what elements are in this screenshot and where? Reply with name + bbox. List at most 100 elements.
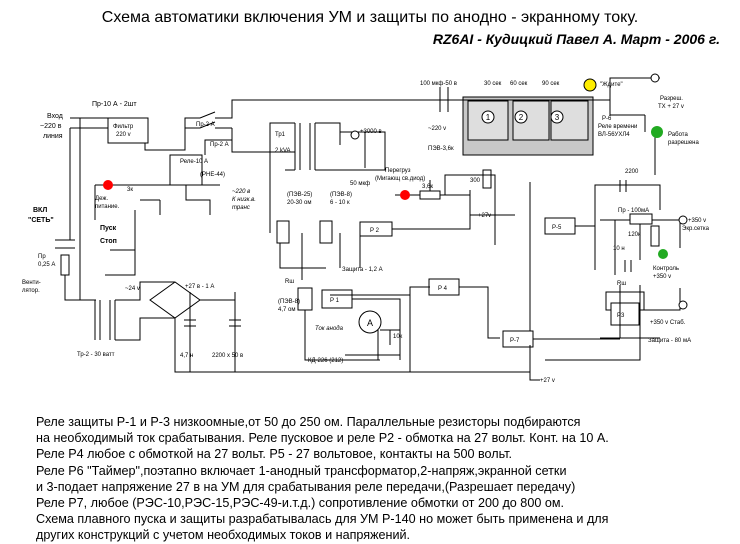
on-net-label-2: "СЕТЬ" <box>28 217 54 224</box>
relay-num-2: 2 <box>519 113 524 122</box>
p2-label: Р 2 <box>370 228 380 234</box>
work-allowed-label-1: Работа <box>668 132 688 138</box>
pr2-label: Пр-2 А <box>210 142 229 148</box>
ctrl350-label-1: Контроль <box>653 266 679 272</box>
r120k-label: 120к <box>628 232 641 238</box>
note-line: Реле Р4 любое с обмоткой на 27 вольт. Р5… <box>36 447 513 462</box>
p7-label: Р-7 <box>510 338 520 344</box>
permit-label-1: Разреш. <box>660 96 683 102</box>
r36k-label: 3,6к <box>422 184 433 190</box>
rsh1-label-1: Rш <box>285 279 294 285</box>
fuse-pr10-label: Пр-10 А - 2шт <box>92 101 137 108</box>
overload-led <box>400 190 410 200</box>
relay-p6-label-3: ВЛ-56УХЛ4 <box>598 132 630 138</box>
stab350-label: +350 v Стаб. <box>650 320 686 326</box>
pr100ma-label: Пр - 100мА <box>618 208 649 214</box>
filter-label-1: Фильтр <box>113 124 134 130</box>
scr350-label-2: Экр.сетка <box>682 226 710 232</box>
p4-label: Р 4 <box>438 286 448 292</box>
pev25-label-1: (ПЭВ-25) <box>287 192 312 198</box>
relay-p6-label-1: Р-6 <box>602 116 612 122</box>
filter-label-2: 220 v <box>116 132 131 138</box>
t60-label: 60 сек <box>510 81 528 87</box>
schematic-diagram: 1 2 3 Вход ~220 в линия Пр-10 А - 2шт Фи… <box>22 73 710 384</box>
ammeter-label: А <box>367 318 373 328</box>
pr025-label-1: Пр <box>38 254 46 260</box>
relay-num-3: 3 <box>555 113 560 122</box>
c2200-label: 2200 <box>625 169 639 175</box>
low-trans-label-3: транс <box>232 205 250 211</box>
pev25-label-2: 20-30 ом <box>287 200 311 206</box>
ac220-label: ~220 v <box>428 126 446 132</box>
start-label: Пуск <box>100 225 117 232</box>
stop-label: Стоп <box>100 238 117 245</box>
stab350-terminal-icon <box>678 300 688 310</box>
protect12-label: Защита - 1,2 А <box>342 267 383 273</box>
timer-relay-numbers: 1 2 3 <box>481 110 564 124</box>
tr1-label-2: 2 kVA <box>275 148 291 154</box>
diagram-labels: Вход ~220 в линия Пр-10 А - 2шт Фильтр 2… <box>22 81 710 384</box>
input-label-3: линия <box>43 133 63 140</box>
overload-label-2: (Мигающ св.диод) <box>375 176 425 182</box>
relay-num-1: 1 <box>486 113 491 122</box>
anode-current-label: Ток анода <box>315 326 344 332</box>
notes-block: Реле защиты Р-1 и Р-3 низкоомные,от 50 д… <box>36 414 726 544</box>
input-label-2: ~220 в <box>40 123 62 130</box>
filter-box <box>107 117 149 144</box>
control350-led <box>658 249 668 259</box>
relay10a-label-2: (РНЕ-44) <box>200 172 225 178</box>
r10n-label: 10 н <box>613 246 625 252</box>
fan-label-1: Венти- <box>22 280 41 286</box>
c47-label: 4,7 н <box>180 353 193 359</box>
diagram-author: RZ6AI - Кудицкий Павел А. Март - 2006 г. <box>432 31 720 47</box>
screen350-terminal-icon <box>678 215 688 225</box>
pr025-label-2: 0,25 А <box>38 262 55 268</box>
c2200x50-label: 2200 х 50 в <box>212 353 243 359</box>
fan-label-2: лятор. <box>22 288 40 294</box>
pev8a-label-1: (ПЭВ-8) <box>330 192 352 198</box>
mains-lamp-label-1: Деж. <box>95 196 108 202</box>
p3-label: Р3 <box>617 313 625 319</box>
note-line: Реле защиты Р-1 и Р-3 низкоомные,от 50 д… <box>36 415 581 429</box>
on-net-label-1: ВКЛ <box>33 207 47 214</box>
input-label-1: Вход <box>47 113 63 120</box>
tr1-label-1: Тр1 <box>275 132 286 138</box>
note-line: на необходимый ток срабатывания. Реле пу… <box>36 431 609 446</box>
p1-label: Р 1 <box>330 298 340 304</box>
output-3000-terminal-icon <box>350 130 360 140</box>
kd226-label: КД-226 (212) <box>308 358 343 364</box>
mains-lamp-label-2: питание. <box>95 204 120 210</box>
plus27v-label: +27v <box>478 213 491 219</box>
work-allowed-label-2: разрешена <box>668 140 699 146</box>
uf50-label: 50 мкф <box>350 181 370 187</box>
overload-label-1: Перегруз <box>385 168 411 174</box>
ac24-label: ~24 v <box>125 286 140 292</box>
mains-led <box>103 180 113 190</box>
rsh2-label: Rш <box>617 281 626 287</box>
rsh1-label-3: 4,7 ом <box>278 307 295 313</box>
note-line: Реле Р7, любое (РЭС-10,РЭС-15,РЭС-49-и.т… <box>36 496 564 511</box>
pev8a-label-2: 6 - 10 к <box>330 200 350 206</box>
diagram-title: Схема автоматики включения УМ и защиты п… <box>101 9 639 26</box>
permit-label-2: ТХ + 27 v <box>658 104 684 110</box>
plus27-bottom-label: +27 v <box>540 378 555 384</box>
pr2-label-top: Пр-2 А <box>196 122 215 128</box>
work-allowed-led <box>651 126 663 138</box>
c100-label: 100 мкф-50 в <box>420 81 457 87</box>
scr350-label-1: +350 v <box>688 218 706 224</box>
note-line: Реле Р6 "Таймер",поэтапно включает 1-ано… <box>36 463 567 478</box>
r300-label: 300 <box>470 178 481 184</box>
kv3000-label: +3000 в <box>360 129 382 135</box>
note-line: Схема плавного пуска и защиты разрабатыв… <box>36 512 609 527</box>
tr2-label: Тр-2 - 30 ватт <box>77 352 115 358</box>
pev3k-label: ПЭВ-3,6к <box>428 146 454 152</box>
ctrl350-label-2: +350 v <box>653 274 671 280</box>
note-line: и 3-подает напряжение 27 в на УМ для сра… <box>36 479 576 494</box>
wait-lamp-icon <box>583 78 597 92</box>
note-line: других конструкций с учетом необходимых … <box>36 528 411 543</box>
low-trans-label-1: ~220 в <box>232 189 250 195</box>
rsh1-label-2: (ПЭВ-8) <box>278 299 300 305</box>
protect80-label: Защита - 80 мА <box>648 338 691 344</box>
permit-tx-terminal-icon <box>650 73 660 83</box>
t90-label: 90 сек <box>542 81 560 87</box>
